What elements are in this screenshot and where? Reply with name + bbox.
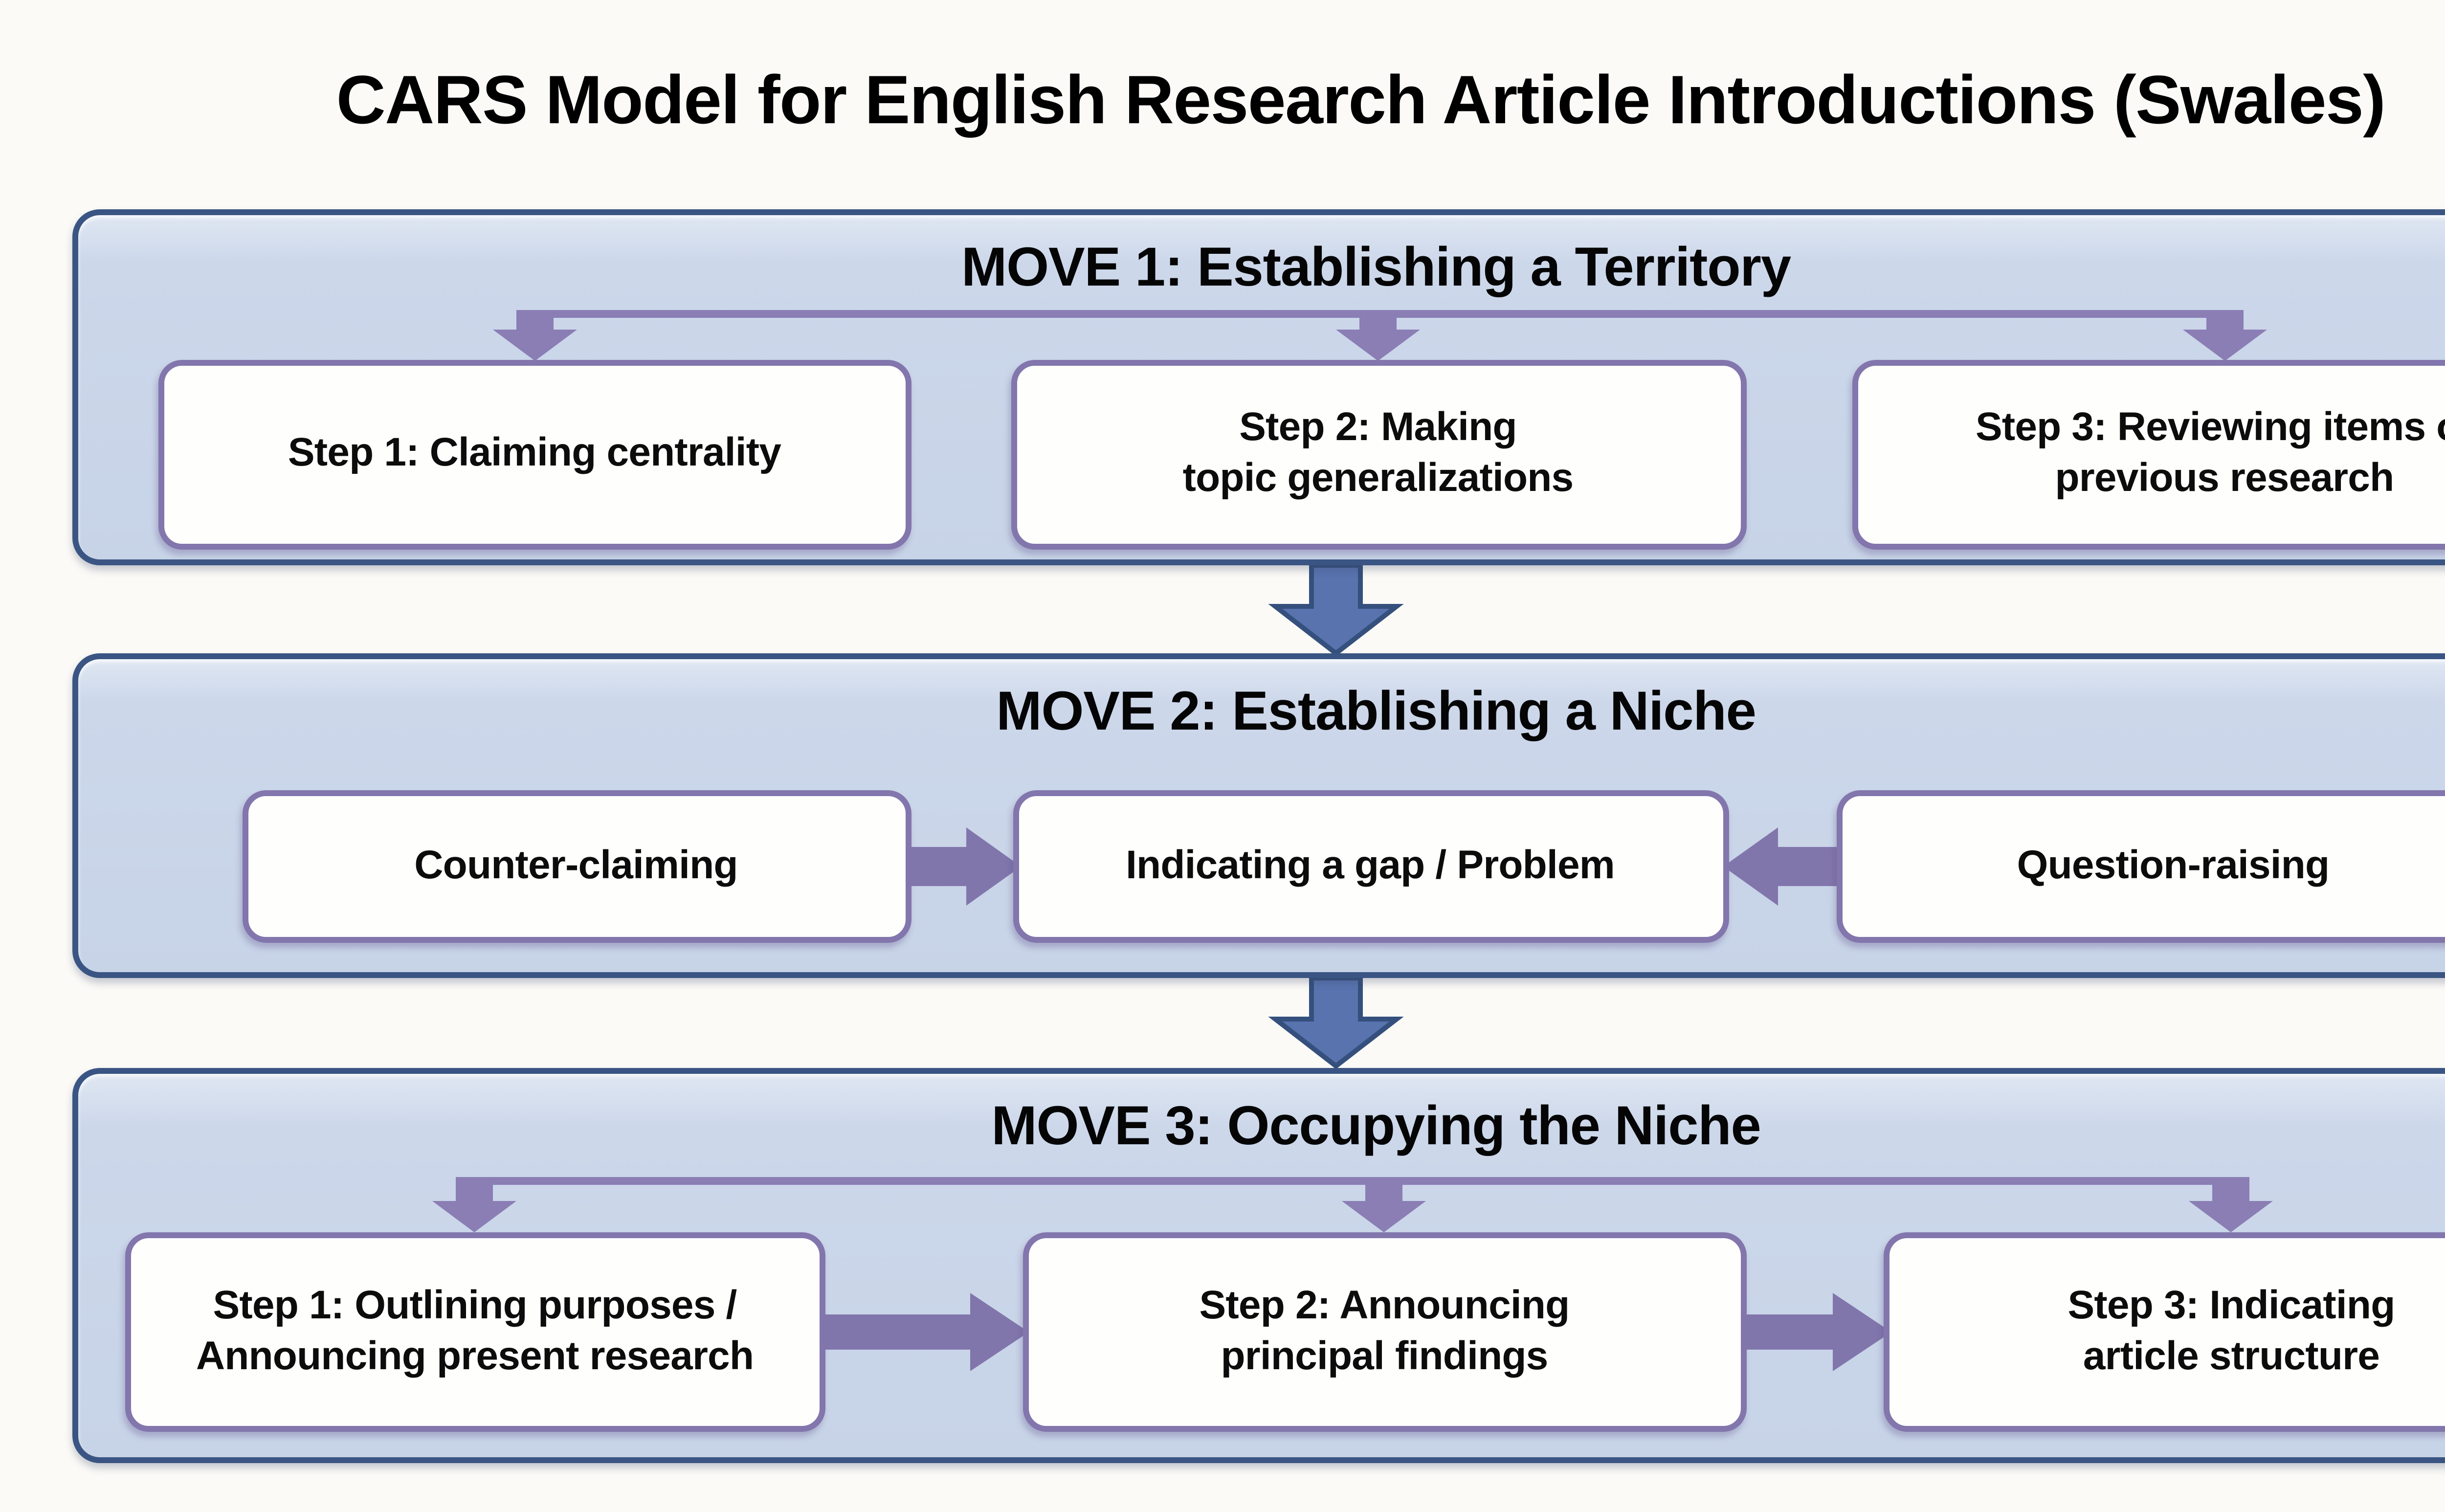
right-arrow-icon xyxy=(1742,1292,1890,1370)
step-label: Question-raising xyxy=(2017,842,2330,887)
branch-down-arrows-icon xyxy=(493,309,2267,360)
step-label: Announcing present research xyxy=(196,1333,754,1378)
step-label: Step 1: Claiming centrality xyxy=(288,430,781,475)
move-2-counter-claiming-box: Counter-claiming xyxy=(242,789,911,942)
move-3-panel: MOVE 3: Occupying the Niche Step 1: Outl… xyxy=(72,1068,2445,1462)
branch-down-arrows-icon xyxy=(432,1177,2273,1232)
step-label: topic generalizations xyxy=(1182,456,1574,501)
move-3-heading: MOVE 3: Occupying the Niche xyxy=(991,1095,1761,1156)
move-1-step-3-box: Step 3: Reviewing items of previous rese… xyxy=(1852,359,2445,549)
right-arrow-icon xyxy=(907,826,1020,905)
move-2-panel: MOVE 2: Establishing a Niche Counter-cla… xyxy=(72,653,2445,978)
step-label: principal findings xyxy=(1221,1333,1549,1378)
move-1-panel: MOVE 1: Establishing a Territory Step 1:… xyxy=(72,208,2445,565)
step-label: Step 2: Making xyxy=(1239,405,1517,450)
move-2-question-raising-box: Question-raising xyxy=(1836,789,2445,942)
move-3-step-1-box: Step 1: Outlining purposes / Announcing … xyxy=(125,1231,824,1431)
move-2-gap-box: Indicating a gap / Problem xyxy=(1012,789,1728,942)
step-label: Step 3: Indicating xyxy=(2067,1282,2396,1327)
step-label: Counter-claiming xyxy=(414,842,738,887)
move-3-step-3-box: Step 3: Indicating article structure xyxy=(1883,1231,2445,1431)
move-1-step-1-box: Step 1: Claiming centrality xyxy=(158,359,911,549)
step-label: Step 3: Reviewing items of xyxy=(1975,405,2445,450)
down-arrow-icon xyxy=(1267,562,1403,656)
step-label: Indicating a gap / Problem xyxy=(1126,842,1615,887)
move-1-step-2-box: Step 2: Making topic generalizations xyxy=(1010,359,1746,549)
move-2-heading: MOVE 2: Establishing a Niche xyxy=(996,681,1756,741)
move-3-step-2-box: Step 2: Announcing principal findings xyxy=(1023,1231,1746,1431)
left-arrow-icon xyxy=(1722,826,1836,905)
move-1-heading: MOVE 1: Establishing a Territory xyxy=(961,236,1791,296)
step-label: previous research xyxy=(2055,456,2395,501)
page-title: CARS Model for English Research Article … xyxy=(336,63,2386,139)
step-label: Step 2: Announcing xyxy=(1199,1282,1570,1327)
step-label: Step 1: Outlining purposes / xyxy=(213,1282,737,1327)
down-arrow-icon xyxy=(1267,976,1403,1069)
step-label: article structure xyxy=(2083,1333,2380,1378)
right-arrow-icon xyxy=(821,1292,1028,1370)
